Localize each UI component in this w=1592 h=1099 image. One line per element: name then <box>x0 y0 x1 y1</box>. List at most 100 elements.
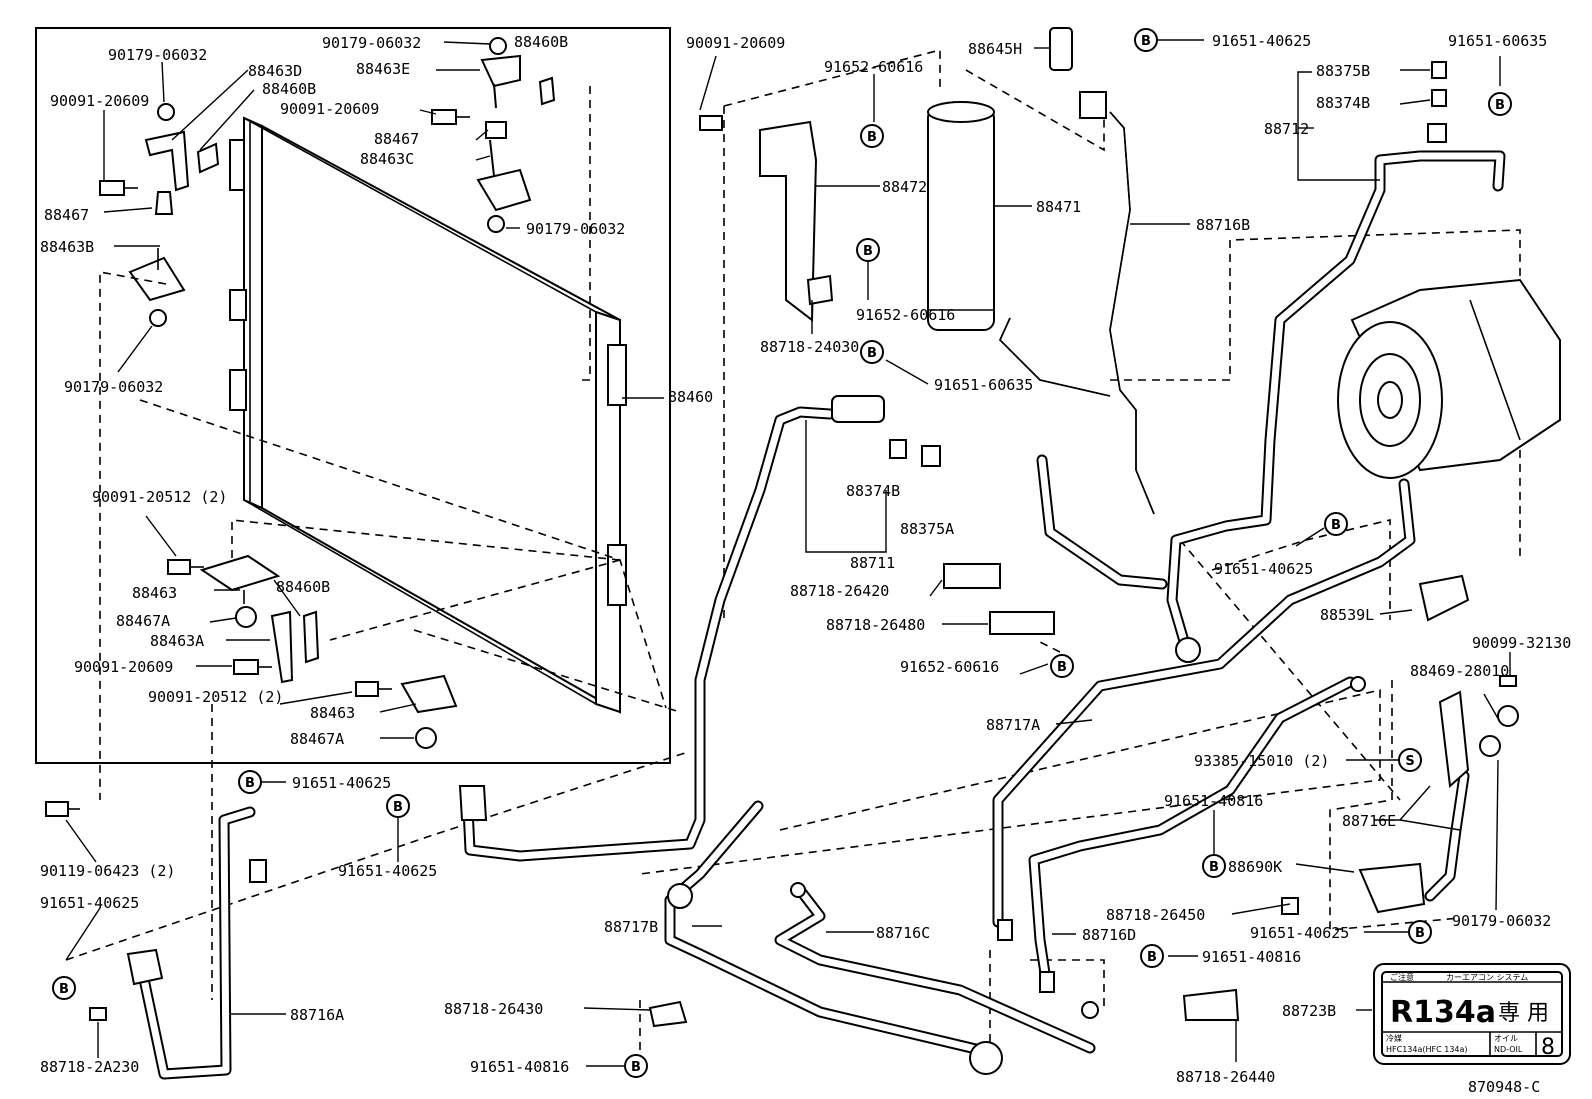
diagram-id: 870948-C <box>1468 1078 1540 1096</box>
part-label: 88467 <box>374 130 419 148</box>
part-label: 88718-2A230 <box>40 1058 139 1076</box>
label-plate-system: カーエアコン システム <box>1446 973 1528 982</box>
part-label: 88471 <box>1036 198 1081 216</box>
part-label: 90179-06032 <box>322 34 421 52</box>
part-label: 88467A <box>290 730 344 748</box>
label-plate-refrigerant-caption: 冷媒 <box>1386 1033 1402 1043</box>
part-label: 88463 <box>132 584 177 602</box>
part-label: 90091-20512 (2) <box>92 488 227 506</box>
badge-b: B <box>860 124 884 148</box>
part-labels: 90179-06032 88463D 88460B 90091-20609 88… <box>40 32 1571 1086</box>
part-label: 88463D <box>248 62 302 80</box>
part-label: 90119-06423 (2) <box>40 862 175 880</box>
part-label: 88375A <box>900 520 954 538</box>
badge-b: B <box>856 238 880 262</box>
badge-b: B <box>624 1054 648 1078</box>
badge-letter: B <box>1331 518 1341 533</box>
r134a-label-plate: ご注意 カーエアコン システム R134a 専 用 冷媒 HFC134a(HFC… <box>1373 963 1571 1065</box>
badge-letter: B <box>393 800 403 815</box>
part-label: 88718-26440 <box>1176 1068 1275 1086</box>
badge-letter: B <box>245 776 255 791</box>
condenser-brackets <box>45 37 556 817</box>
part-label: 91652-60616 <box>900 658 999 676</box>
part-label: 88718-26420 <box>790 582 889 600</box>
part-label: 93385-15010 (2) <box>1194 752 1329 770</box>
badge-letter: B <box>1415 926 1425 941</box>
part-label: 88460B <box>276 578 330 596</box>
part-label: 88717B <box>604 918 658 936</box>
part-label: 88472 <box>882 178 927 196</box>
badge-letter: B <box>1495 98 1505 113</box>
badge-letter: B <box>867 130 877 145</box>
badge-letter: B <box>1057 660 1067 675</box>
part-label: 88718-24030 <box>760 338 859 356</box>
part-label: 88716C <box>876 924 930 942</box>
part-label: 88723B <box>1282 1002 1336 1020</box>
part-label: 88718-26430 <box>444 1000 543 1018</box>
part-label: 90091-20609 <box>74 658 173 676</box>
label-plate-oil-caption: オイル <box>1494 1034 1518 1043</box>
badge-letter: B <box>1147 950 1157 965</box>
part-label: 88711 <box>850 554 895 572</box>
part-label: 90091-20512 (2) <box>148 688 283 706</box>
part-label: 90091-20609 <box>280 100 379 118</box>
part-label: 91651-60635 <box>934 376 1033 394</box>
receiver-drier <box>927 101 995 331</box>
badge-b: B <box>386 794 410 818</box>
part-label: 88375B <box>1316 62 1370 80</box>
refrigerant-lines <box>134 111 1506 1080</box>
part-label: 88718-26480 <box>826 616 925 634</box>
part-label: 88716B <box>1196 216 1250 234</box>
part-label: 91651-40625 <box>292 774 391 792</box>
leader-lines <box>65 39 1511 1067</box>
badge-letter: B <box>1209 860 1219 875</box>
part-label: 90091-20609 <box>686 34 785 52</box>
part-label: 91651-40625 <box>1212 32 1311 50</box>
part-label: 91651-40625 <box>1250 924 1349 942</box>
condenser-group-frame <box>35 27 671 764</box>
part-label: 88467A <box>116 612 170 630</box>
label-plate-number: 8 <box>1541 1035 1555 1060</box>
part-label: 88539L <box>1320 606 1374 624</box>
misc-fittings <box>89 61 1519 1075</box>
part-label: 88712 <box>1264 120 1309 138</box>
part-label: 88716D <box>1082 926 1136 944</box>
label-plate-oil-type: ND-OIL <box>1494 1045 1523 1054</box>
badge-b: B <box>1140 944 1164 968</box>
part-label: 88467 <box>44 206 89 224</box>
part-label: 91651-40625 <box>1214 560 1313 578</box>
part-label: 88645H <box>968 40 1022 58</box>
part-label: 91652-60616 <box>824 58 923 76</box>
part-label: 88460B <box>262 80 316 98</box>
badge-b: B <box>52 976 76 1000</box>
badge-letter: B <box>59 982 69 997</box>
part-label: 90179-06032 <box>108 46 207 64</box>
assembly-guide-lines <box>65 48 1521 1070</box>
part-label: 88463B <box>40 238 94 256</box>
part-label: 88469-28010 <box>1410 662 1509 680</box>
part-label: 88460B <box>514 33 568 51</box>
badge-b: B <box>860 340 884 364</box>
part-label: 88374B <box>846 482 900 500</box>
part-label: 91651-40625 <box>338 862 437 880</box>
drier-bracket <box>759 120 834 322</box>
part-label: 88463A <box>150 632 204 650</box>
badge-b: B <box>1408 920 1432 944</box>
badge-b: B <box>1324 512 1348 536</box>
badge-letter: B <box>1141 34 1151 49</box>
pressure-switch <box>1049 27 1107 119</box>
badge-b: B <box>1488 92 1512 116</box>
label-plate-caution: ご注意 <box>1390 972 1414 982</box>
part-label: 88716E <box>1342 812 1396 830</box>
part-label: 91651-40816 <box>1164 792 1263 810</box>
badge-letter: B <box>863 244 873 259</box>
part-label: 88716A <box>290 1006 344 1024</box>
part-label: 90091-20609 <box>50 92 149 110</box>
part-label: 88717A <box>986 716 1040 734</box>
badge-b: B <box>1050 654 1074 678</box>
part-label: 91651-40816 <box>470 1058 569 1076</box>
badge-letter: B <box>867 346 877 361</box>
part-label: 91651-60635 <box>1448 32 1547 50</box>
part-label: 88463C <box>360 150 414 168</box>
part-label: 90099-32130 <box>1472 634 1571 652</box>
